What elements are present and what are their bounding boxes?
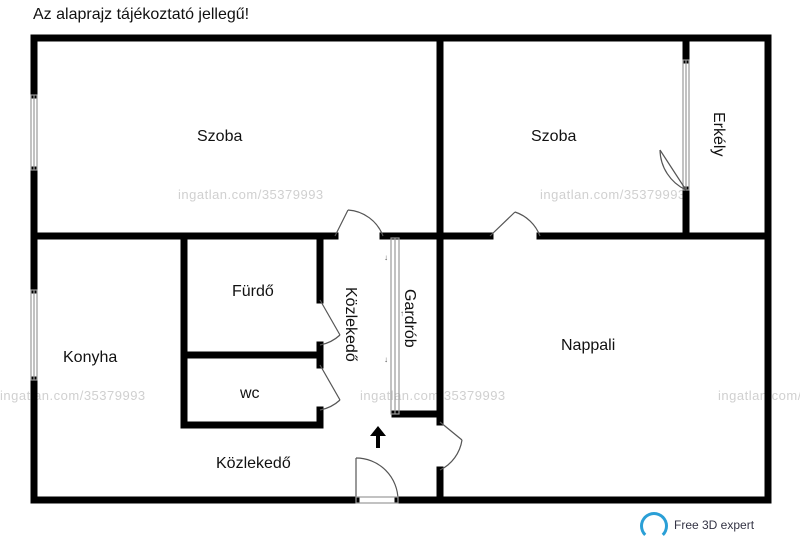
watermark-4: ingatlan.com/35379993 xyxy=(360,388,506,403)
door-szoba-left xyxy=(334,209,349,237)
label-wc: wc xyxy=(239,385,260,402)
windows xyxy=(30,59,690,415)
svg-text:↓: ↓ xyxy=(384,355,388,364)
svg-text:↑: ↑ xyxy=(400,309,404,318)
label-nappali: Nappali xyxy=(561,337,615,354)
label-gardrob: Gardrób xyxy=(401,289,418,348)
label-szoba-left: Szoba xyxy=(197,128,242,145)
label-kozlekedo-bottom: Közlekedő xyxy=(216,455,291,472)
label-szoba-right: Szoba xyxy=(531,128,576,145)
sliding-arrows: ↓ ↓ ↑ xyxy=(384,253,404,364)
label-kozlekedo-vertical: Közlekedő xyxy=(342,287,359,362)
watermark-2: ingatlan.com/35379993 xyxy=(540,187,686,202)
brand-logo: Free 3D expert xyxy=(640,512,754,540)
label-furdo: Fürdő xyxy=(232,283,274,300)
floor-plan: ingatlan.com/35379993 ingatlan.com/35379… xyxy=(0,34,800,504)
label-konyha: Konyha xyxy=(63,349,117,366)
watermark-3: ingatlan.com/35379993 xyxy=(0,388,146,403)
door-wc xyxy=(319,364,341,401)
doors xyxy=(319,149,687,504)
door-furdo xyxy=(319,299,341,336)
door-nappali xyxy=(439,421,463,441)
watermark-1: ingatlan.com/35379993 xyxy=(178,187,324,202)
watermark-5: ingatlan.com/35379993 xyxy=(718,388,800,403)
door-szoba-right xyxy=(489,211,516,237)
walls xyxy=(30,34,772,504)
label-erkely: Erkély xyxy=(710,112,727,156)
entrance-arrow-icon xyxy=(370,426,386,448)
door-erkely xyxy=(659,149,687,191)
logo-icon xyxy=(640,512,668,540)
svg-text:↓: ↓ xyxy=(384,253,388,262)
watermarks: ingatlan.com/35379993 ingatlan.com/35379… xyxy=(0,187,800,403)
disclaimer-note: Az alaprajz tájékoztató jellegű! xyxy=(33,6,250,23)
